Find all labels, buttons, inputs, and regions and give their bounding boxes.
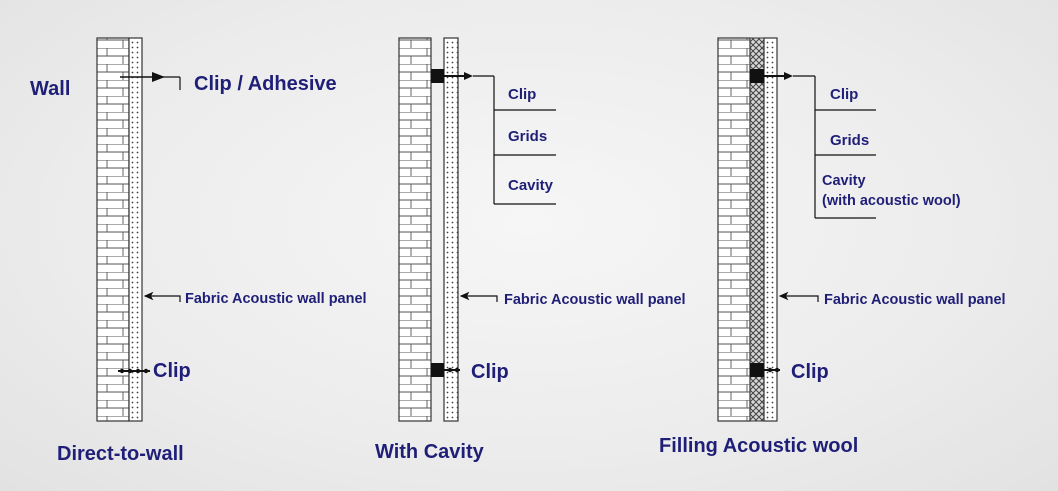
- brick-wall: [398, 37, 432, 422]
- grid-block-top: [431, 69, 444, 83]
- clip-marker-top: [764, 72, 793, 80]
- caption-direct-to-wall: Direct-to-wall: [57, 443, 184, 465]
- layer-leader-lines: [793, 75, 876, 219]
- brick-wall: [96, 37, 130, 422]
- clip-label-2: Clip: [471, 361, 509, 383]
- diagram-direct-to-wall: [96, 37, 181, 422]
- caption-with-cavity: With Cavity: [375, 441, 484, 463]
- fabric-panel-label-2: Fabric Acoustic wall panel: [504, 292, 686, 308]
- grid-block-bottom: [431, 363, 444, 377]
- fabric-panel-label-3: Fabric Acoustic wall panel: [824, 292, 1006, 308]
- clip-marker-bottom: [764, 367, 780, 373]
- fabric-panel: [128, 37, 143, 422]
- panel-pointer: [143, 291, 181, 302]
- clip-label-3: Clip: [791, 361, 829, 383]
- fabric-panel-label-1: Fabric Acoustic wall panel: [185, 291, 367, 307]
- clip-marker-top: [444, 72, 473, 80]
- panel-pointer: [459, 291, 498, 302]
- clip-adhesive-marker: [120, 72, 181, 90]
- layer-leader-lines: [473, 75, 556, 205]
- diagram-with-cavity: [398, 37, 556, 422]
- cavity-wool-label-line1: Cavity: [822, 173, 866, 189]
- clip-marker-bottom: [444, 367, 460, 373]
- clip-adhesive-label: Clip / Adhesive: [194, 73, 337, 95]
- brick-wall: [717, 37, 751, 422]
- clip-marker: [118, 368, 150, 374]
- panel-pointer: [778, 291, 819, 302]
- grid-block-bottom: [750, 363, 764, 377]
- clip-layer-label-2: Clip: [508, 86, 537, 103]
- grids-layer-label-3: Grids: [830, 132, 870, 149]
- caption-acoustic-wool: Filling Acoustic wool: [659, 435, 859, 457]
- cavity-wool-label-line2: (with acoustic wool): [822, 193, 961, 209]
- fabric-panel: [763, 37, 778, 422]
- grid-block-top: [750, 69, 764, 83]
- grids-layer-label-2: Grids: [508, 128, 548, 145]
- clip-label-1: Clip: [153, 360, 191, 382]
- fabric-panel: [443, 37, 459, 422]
- diagram-acoustic-wool: [717, 37, 876, 422]
- cavity-layer-label-2: Cavity: [508, 177, 554, 194]
- clip-layer-label-3: Clip: [830, 86, 859, 103]
- wall-label: Wall: [30, 78, 71, 100]
